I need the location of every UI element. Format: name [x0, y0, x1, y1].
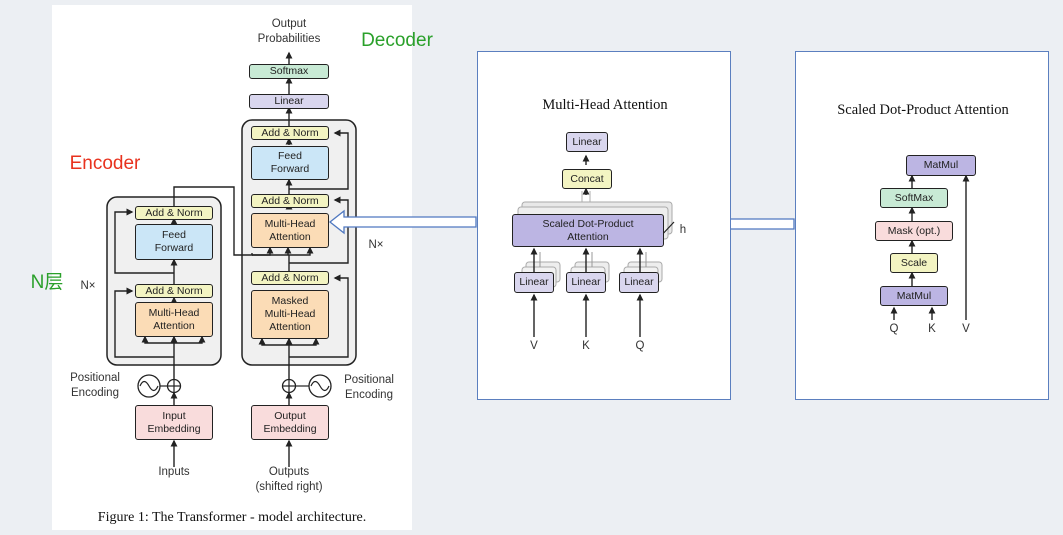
softmax-block: Softmax — [249, 64, 329, 79]
output-embedding-block: Output Embedding — [251, 405, 329, 440]
decoder-label: Decoder — [361, 30, 433, 51]
positional-encoding-right: Positional Encoding — [344, 374, 394, 401]
inputs-label: Inputs — [158, 466, 190, 478]
encoder-add-norm-bottom: Add & Norm — [135, 284, 213, 298]
scaled-dot-connectors — [890, 174, 970, 320]
sd-matmul-bottom: MatMul — [880, 286, 948, 306]
decoder-masked-attention: Masked Multi-Head Attention — [251, 290, 329, 339]
sd-matmul-top: MatMul — [906, 155, 976, 176]
sd-mask: Mask (opt.) — [875, 221, 953, 241]
decoder-add-norm-mid: Add & Norm — [251, 194, 329, 208]
decoder-multi-head-attention: Multi-Head Attention — [251, 213, 329, 248]
encoder-feed-forward: Feed Forward — [135, 224, 213, 260]
mh-linear-v: Linear — [514, 272, 554, 293]
mh-linear-top: Linear — [566, 132, 608, 152]
output-probabilities-label: Output Probabilities — [257, 18, 321, 45]
encoder-label: Encoder — [69, 153, 141, 174]
nx-right-label: N× — [368, 239, 384, 251]
mh-q-label: Q — [635, 340, 645, 352]
linear-block: Linear — [249, 94, 329, 109]
sd-q-label: Q — [889, 323, 899, 335]
decoder-feed-forward: Feed Forward — [251, 146, 329, 180]
mh-linear-q: Linear — [619, 272, 659, 293]
multi-head-title: Multi-Head Attention — [542, 97, 668, 113]
encoder-add-norm-top: Add & Norm — [135, 206, 213, 220]
outputs-label: Outputs (shifted right) — [255, 466, 323, 493]
sd-k-label: K — [928, 323, 936, 335]
mh-v-label: V — [530, 340, 538, 352]
decoder-add-norm-top: Add & Norm — [251, 126, 329, 140]
sd-v-label: V — [962, 323, 970, 335]
scaled-dot-title: Scaled Dot-Product Attention — [837, 102, 1009, 118]
figure-caption: Figure 1: The Transformer - model archit… — [97, 510, 367, 525]
scaled-dot-panel: Scaled Dot-Product Attention MatMul Soft… — [795, 51, 1049, 400]
mh-k-label: K — [582, 340, 590, 352]
n-layer-label: N层 — [30, 272, 64, 293]
input-embedding-block: Input Embedding — [135, 405, 213, 440]
transformer-panel: Output Probabilities Softmax Linear Add … — [52, 5, 412, 530]
mh-linear-k: Linear — [566, 272, 606, 293]
mh-concat: Concat — [562, 169, 612, 189]
positional-encoding-left: Positional Encoding — [70, 372, 120, 399]
mh-h-label: h — [679, 224, 687, 236]
mh-scaled-dot-product: Scaled Dot-Product Attention — [512, 214, 664, 247]
sd-softmax: SoftMax — [880, 188, 948, 208]
sd-scale: Scale — [890, 253, 938, 273]
arrow-to-encoder-attention — [328, 209, 477, 235]
multi-head-panel: Multi-Head Attention Linear Concat Scale… — [477, 51, 731, 400]
encoder-multi-head-attention: Multi-Head Attention — [135, 302, 213, 337]
nx-left-label: N× — [80, 280, 96, 292]
decoder-add-norm-bottom: Add & Norm — [251, 271, 329, 285]
